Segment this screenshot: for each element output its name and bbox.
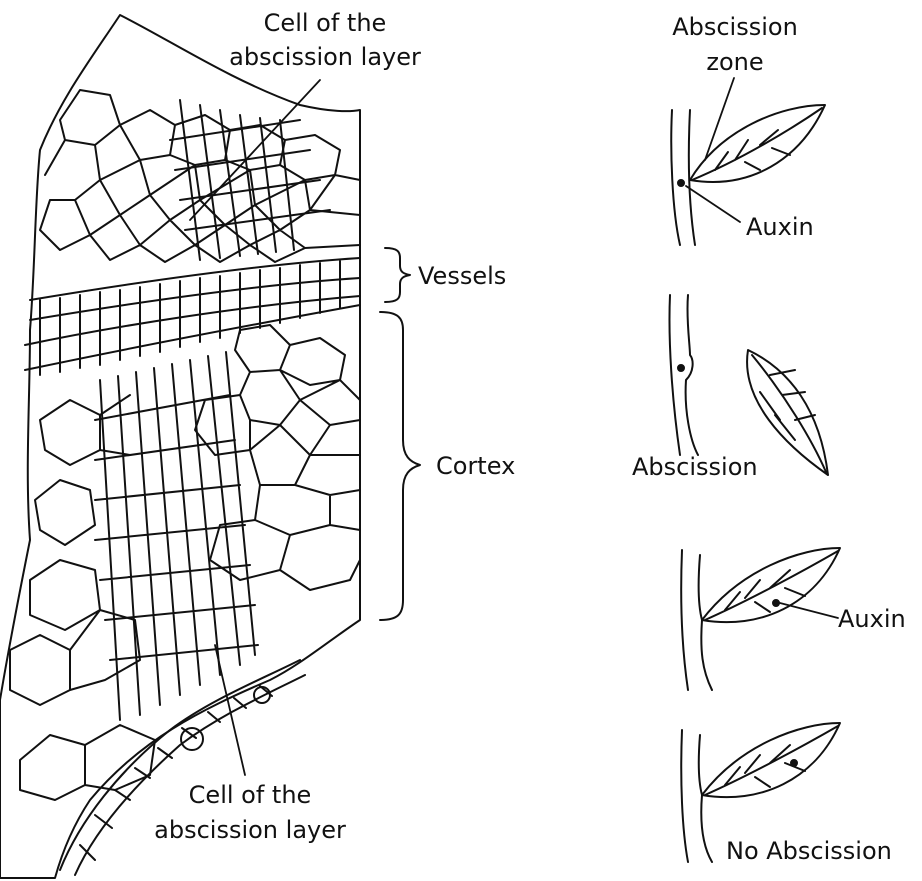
label-abscission: Abscission bbox=[632, 453, 758, 481]
label-auxin-2: Auxin bbox=[838, 605, 906, 633]
leaf-4 bbox=[701, 722, 841, 799]
label-abscission-layer-top-1: Cell of the bbox=[263, 9, 387, 37]
label-no-abscission: No Abscission bbox=[726, 837, 892, 865]
label-abscission-layer-bottom-2: abscission layer bbox=[154, 816, 346, 844]
label-auxin-1: Auxin bbox=[746, 213, 814, 241]
leader-top bbox=[189, 79, 321, 221]
tissue-outline bbox=[0, 14, 361, 879]
label-abscission-zone-2: zone bbox=[706, 48, 764, 76]
label-abscission-zone-1: Abscission bbox=[672, 13, 798, 41]
panel-no-abscission bbox=[680, 722, 841, 863]
cortex-cells bbox=[9, 324, 361, 801]
abscission-layer-lower bbox=[94, 351, 259, 721]
leader-bottom bbox=[214, 644, 246, 776]
leader-auxin-1 bbox=[685, 185, 741, 223]
tissue-section bbox=[0, 14, 421, 879]
panel-auxin-applied bbox=[680, 547, 841, 691]
label-cortex: Cortex bbox=[436, 452, 516, 480]
panel-abscission-zone bbox=[670, 77, 826, 246]
label-vessels: Vessels bbox=[418, 262, 507, 290]
abscission-layer-upper bbox=[169, 99, 331, 261]
auxin-dot-2 bbox=[677, 364, 685, 372]
label-abscission-layer-bottom-1: Cell of the bbox=[188, 781, 312, 809]
vessels-band bbox=[24, 257, 361, 376]
leaf-3 bbox=[701, 547, 841, 624]
auxin-dot-1 bbox=[677, 179, 685, 187]
panel-abscission bbox=[668, 294, 829, 476]
leader-auxin-2 bbox=[779, 602, 839, 619]
auxin-dot-4 bbox=[790, 759, 798, 767]
cortex-brace bbox=[379, 311, 421, 621]
leader-zone bbox=[704, 77, 735, 161]
leaf-1 bbox=[689, 104, 826, 183]
leaf-2 bbox=[746, 349, 829, 476]
auxin-dot-3 bbox=[772, 599, 780, 607]
label-abscission-layer-top-2: abscission layer bbox=[229, 43, 421, 71]
vessels-brace bbox=[384, 247, 411, 303]
tissue-cells-upper bbox=[39, 89, 361, 263]
epidermis-chain bbox=[59, 659, 306, 876]
hair-cell bbox=[180, 727, 204, 751]
